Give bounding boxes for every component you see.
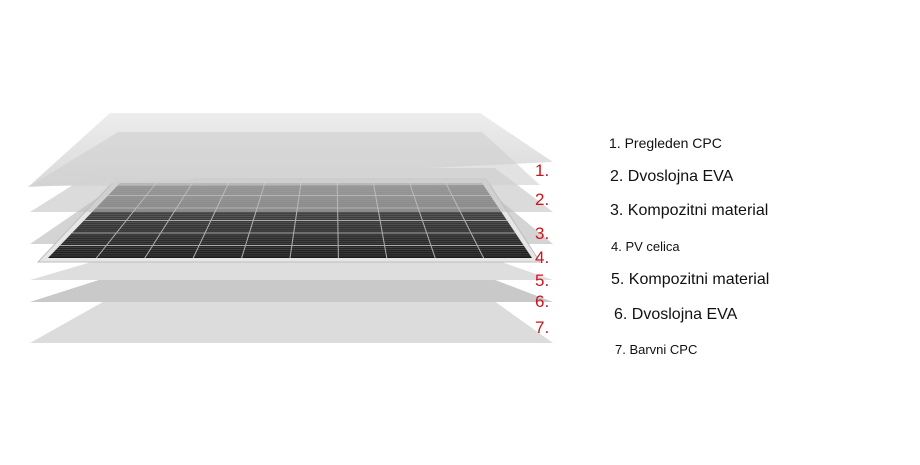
legend-item-3: 3. Kompozitni material bbox=[610, 202, 769, 219]
legend-item-7: 7. Barvni CPC bbox=[615, 342, 698, 357]
layer-number-3: 3. bbox=[535, 224, 550, 243]
layer-number-5: 5. bbox=[535, 271, 550, 290]
layer-number-7: 7. bbox=[535, 318, 550, 337]
layer-number-1: 1. bbox=[535, 161, 550, 180]
layer-6-dvoslojna-eva bbox=[30, 278, 553, 302]
legend-item-4: 4. PV celica bbox=[611, 239, 680, 254]
layer-number-6: 6. bbox=[535, 292, 550, 311]
legend-item-6: 6. Dvoslojna EVA bbox=[614, 306, 738, 323]
layer-5-kompozitni-material bbox=[30, 258, 553, 280]
layer-1-inner-sheet bbox=[30, 132, 540, 186]
layer-number-2: 2. bbox=[535, 190, 550, 209]
legend-item-2: 2. Dvoslojna EVA bbox=[610, 168, 734, 185]
layer-number-4: 4. bbox=[535, 248, 550, 267]
legend-item-1: 1. Pregleden CPC bbox=[609, 135, 722, 151]
layer-7-barvni-cpc bbox=[30, 298, 553, 343]
legend-item-5: 5. Kompozitni material bbox=[611, 271, 770, 288]
